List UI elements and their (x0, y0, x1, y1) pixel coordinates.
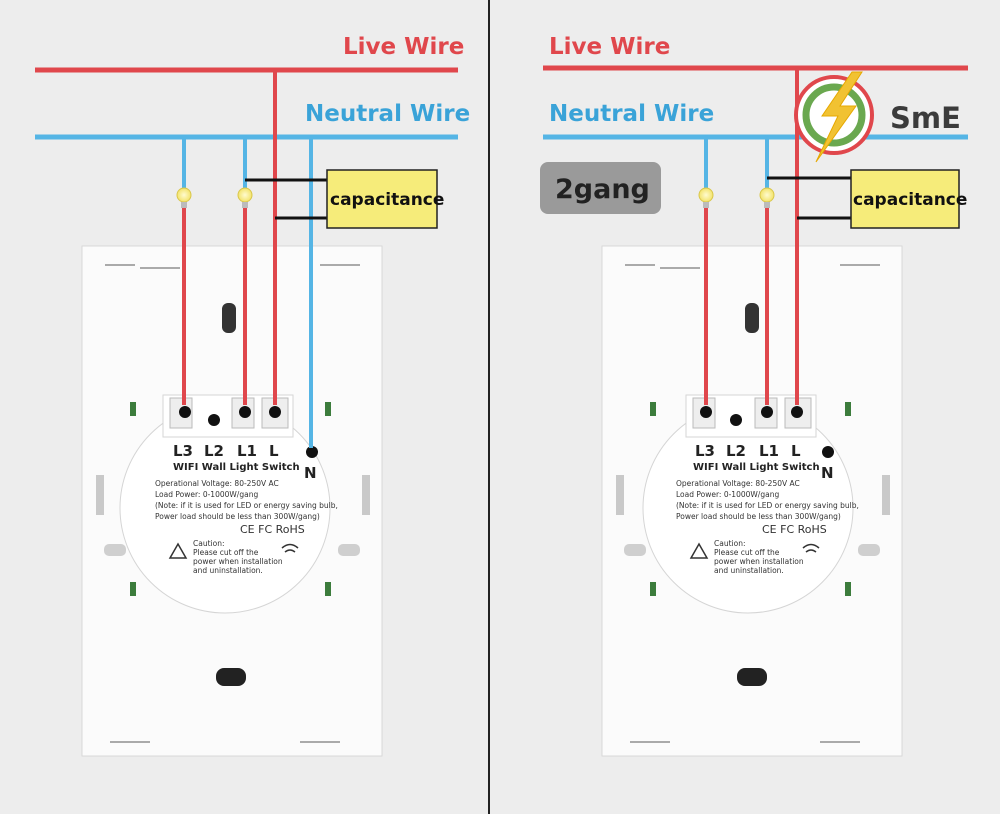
gang-badge (540, 162, 661, 214)
live-wire-label-left: Live Wire (343, 34, 464, 60)
caution-line-3: and uninstallation. (193, 566, 263, 575)
bulb-icon (237, 187, 253, 208)
caution-title: Caution: (193, 539, 224, 548)
capacitor-label-right: capacitance (853, 190, 967, 210)
caution-line-2: power when installation (193, 557, 283, 566)
terminal-l-label: L (269, 442, 279, 460)
caution-line-3: and uninstallation. (714, 566, 784, 575)
module-voltage: Operational Voltage: 80-250V AC (155, 479, 279, 488)
module-load: Load Power: 0-1000W/gang (676, 490, 779, 499)
module-title: WIFI Wall Light Switch (173, 462, 300, 473)
terminal-block-left (169, 397, 318, 458)
bulb-icon (698, 187, 714, 208)
lightning-bolt-icon (815, 71, 863, 163)
module-note-2: Power load should be less than 300W/gang… (676, 512, 841, 521)
module-load: Load Power: 0-1000W/gang (155, 490, 258, 499)
neutral-wire-label-right: Neutral Wire (549, 101, 714, 127)
terminal-l1-label: L1 (237, 442, 257, 460)
terminal-n-label: N (304, 464, 317, 482)
wifi-icon (281, 543, 299, 553)
mount-slot-top-left (222, 303, 236, 333)
neutral-wire-label-left: Neutral Wire (305, 101, 470, 127)
terminal-l2-label: L2 (204, 442, 224, 460)
module-certs: CE FC RoHS (240, 523, 305, 536)
mount-slot-bottom-right (737, 668, 767, 686)
capacitor-label-left: capacitance (330, 190, 444, 210)
bulb-icon (759, 187, 775, 208)
caution-title: Caution: (714, 539, 745, 548)
warning-icon (168, 542, 188, 559)
live-wire-label-right: Live Wire (549, 34, 670, 60)
sme-logo: SmE (794, 71, 961, 163)
terminal-l3-label: L3 (695, 442, 715, 460)
left-panel: L3 L2 L1 L N WIFI Wall Light Switch Oper… (35, 34, 470, 757)
right-panel: L3 L2 L1 L N WIFI Wall Light Switch Oper… (540, 34, 968, 757)
module-note-1: (Note: if it is used for LED or energy s… (155, 501, 338, 510)
terminal-l3-label: L3 (173, 442, 193, 460)
terminal-l1-label: L1 (759, 442, 779, 460)
terminal-l2-label: L2 (726, 442, 746, 460)
wifi-icon (802, 543, 820, 553)
capacitor-box-left (326, 169, 438, 229)
capacitor-box-right (850, 169, 960, 229)
terminal-n-label: N (821, 464, 834, 482)
mount-slot-top-right (745, 303, 759, 333)
module-title: WIFI Wall Light Switch (693, 462, 820, 473)
caution-line-2: power when installation (714, 557, 804, 566)
gang-badge-label: 2gang (555, 174, 650, 205)
caution-line-1: Please cut off the (193, 548, 259, 557)
caution-line-1: Please cut off the (714, 548, 780, 557)
module-note-2: Power load should be less than 300W/gang… (155, 512, 320, 521)
module-certs: CE FC RoHS (762, 523, 827, 536)
mount-slot-bottom-left (216, 668, 246, 686)
terminal-l-label: L (791, 442, 801, 460)
module-note-1: (Note: if it is used for LED or energy s… (676, 501, 859, 510)
warning-icon (689, 542, 709, 559)
bulb-icon (176, 187, 192, 208)
terminal-block-right (692, 397, 834, 458)
module-voltage: Operational Voltage: 80-250V AC (676, 479, 800, 488)
logo-text: SmE (890, 101, 961, 135)
